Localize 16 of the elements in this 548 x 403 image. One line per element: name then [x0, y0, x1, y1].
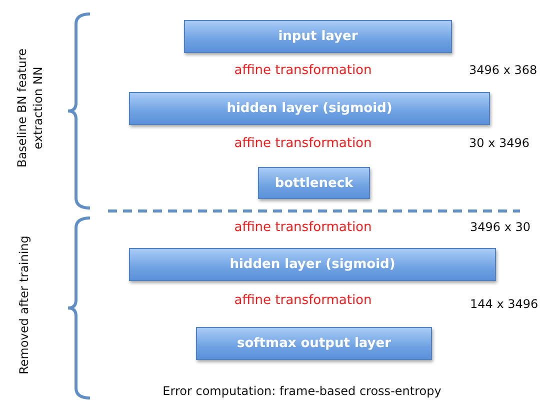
layer-box: hidden layer (sigmoid) — [129, 248, 496, 281]
bracket-label: Baseline BN feature extraction NN — [14, 47, 46, 170]
layer-box: softmax output layer — [196, 327, 432, 360]
layer-box: bottleneck — [258, 167, 370, 199]
dimension-label: 30 x 3496 — [469, 136, 530, 150]
transformation-label: affine transformation — [234, 293, 372, 308]
dimension-label: 3496 x 30 — [470, 220, 531, 234]
dimension-label: 144 x 3496 — [470, 297, 538, 311]
layer-box: input layer — [184, 20, 452, 53]
transformation-label: affine transformation — [234, 63, 372, 78]
dimension-label: 3496 x 368 — [469, 63, 538, 77]
bracket-label: Removed after training — [16, 236, 32, 374]
transformation-label: affine transformation — [234, 220, 372, 235]
transformation-label: affine transformation — [234, 136, 372, 151]
layer-box: hidden layer (sigmoid) — [129, 92, 490, 125]
note-text: Error computation: frame-based cross-entropy — [162, 384, 442, 398]
